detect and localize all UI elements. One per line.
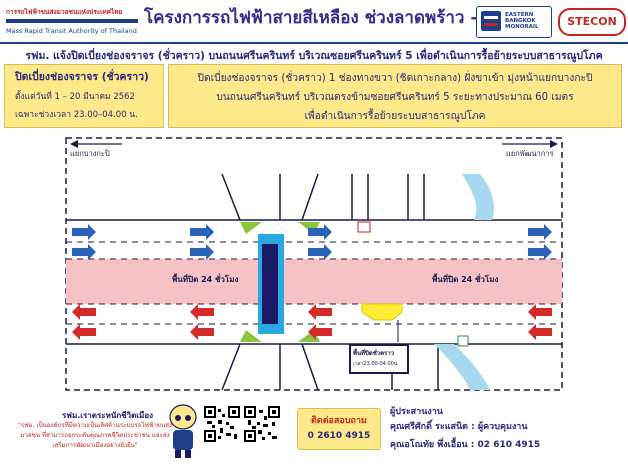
ebm-logo-text: EASTERN BANGKOK MONORAIL [505,12,539,30]
building-icon [357,221,371,233]
coordinator-title: ผู้ประสานงาน [390,407,443,417]
work-area-callout: พื้นที่ปิดชั่วคราว เวลา23.00-04.00น. [349,344,409,374]
work-area-time: เวลา23.00-04.00น. [353,361,399,367]
mrta-name-en: Mass Rapid Transit Authority of Thailand [6,27,137,35]
traffic-arrow-right-icon [72,224,96,240]
traffic-arrow-right-icon [190,244,214,260]
traffic-arrow-left-icon [308,324,332,340]
traffic-arrow-left-icon [72,304,96,320]
closed-zone [66,259,562,304]
direction-arrow-left-icon [70,140,122,148]
schedule-box: ปิดเบี่ยงช่องจราจร (ชั่วคราว) ตั้งแต่วัน… [4,64,164,128]
traffic-arrow-right-icon [190,224,214,240]
traffic-arrow-right-icon [308,244,332,260]
announcement-subtitle: รฟม. แจ้งปิดเบี่ยงช่องจราจร (ชั่วคราว) บ… [25,50,603,62]
traffic-island [240,330,262,342]
soi-top-2 [407,174,425,220]
traffic-arrow-left-icon [528,304,552,320]
cross-road-sign [262,244,278,324]
qr-code-icon[interactable] [204,406,240,442]
side-road-left-top [221,173,281,221]
traffic-arrow-right-icon [528,244,552,260]
side-road [301,173,319,221]
traffic-arrow-left-icon [528,324,552,340]
schedule-hours: เฉพาะช่วงเวลา 23.00–04.00 น. [15,110,138,120]
canal-top [462,174,495,220]
label-to-phatthanakan: แยกพัฒนาการ [506,149,554,158]
soi-top-1 [351,174,369,220]
mrta-name-th: การรถไฟฟ้าขนส่งมวลชนแห่งประเทศไทย [6,8,123,16]
schedule-title: ปิดเบี่ยงช่องจราจร (ชั่วคราว) [15,71,149,83]
label-to-bangkapi: แยกบางกะปิ [70,149,110,158]
ebm-mark-icon [481,11,501,31]
traffic-arrow-left-icon [308,304,332,320]
ebm-logo: EASTERN BANGKOK MONORAIL [476,6,552,38]
work-area [361,303,403,321]
contact-box: ติดต่อสอบถาม 0 2610 4915 [297,408,381,450]
closed-zone-label-right: พื้นที่ปิด 24 ชั่วโมง [432,275,499,284]
building-icon [457,335,469,347]
header-divider [0,42,628,44]
slogan-text: "รฟม. เป็นองค์กรที่มีความเป็นเลิศด้านระบ… [17,422,173,449]
slogan-title: รฟม.เราตระหนักชีวิตเมือง [62,411,154,420]
coordinator-phone[interactable]: คุณอโณทัย พึ่งเอื้อน : 02 610 4915 [390,440,541,450]
description-line-3: เพื่อดำเนินการรื้อย้ายระบบสาธารณูปโภค [304,111,486,122]
traffic-arrow-left-icon [72,324,96,340]
mrta-logo-bar [6,19,138,23]
direction-arrow-right-icon [502,140,558,148]
canal-bottom [434,344,490,390]
traffic-arrow-group-inbound [72,224,552,260]
traffic-arrow-group-outbound [72,304,552,340]
traffic-island [240,222,262,234]
traffic-arrow-right-icon [528,224,552,240]
work-area-label: พื้นที่ปิดชั่วคราว [353,350,395,357]
traffic-arrow-right-icon [72,244,96,260]
traffic-map-drawing [65,137,563,391]
mascot-icon [166,403,200,459]
traffic-map: แยกบางกะปิ แยกพัฒนาการ [62,134,566,394]
page-title: โครงการรถไฟฟ้าสายสีเหลือง ช่วงลาดพร้าว -… [144,8,530,28]
side-road-left-bottom [221,343,281,391]
description-line-2: บนถนนศรีนครินทร์ บริเวณตรงข้ามซอยศรีนคริ… [216,92,574,103]
header: การรถไฟฟ้าขนส่งมวลชนแห่งประเทศไทย Mass R… [0,0,628,42]
schedule-dates: ตั้งแต่วันที่ 1 – 20 มีนาคม 2562 [15,92,135,102]
qr-code-icon[interactable] [244,406,280,442]
coordinator-name: คุณศรีศักดิ์ ระแสนิต : ผู้ควบคุมงาน [390,422,528,432]
closed-zone-label-left: พื้นที่ปิด 24 ชั่วโมง [172,275,239,284]
contact-phone[interactable]: 0 2610 4915 [307,431,371,441]
description-line-1: ปิดเบี่ยงช่องจราจร (ชั่วคราว) 1 ช่องทางข… [197,73,593,84]
contact-title: ติดต่อสอบถาม [311,416,367,426]
traffic-arrow-left-icon [190,304,214,320]
stecon-logo: STECON [558,8,626,36]
traffic-arrow-right-icon [308,224,332,240]
description-box: ปิดเบี่ยงช่องจราจร (ชั่วคราว) 1 ช่องทางข… [168,64,622,128]
side-road [301,343,319,391]
traffic-arrow-left-icon [190,324,214,340]
